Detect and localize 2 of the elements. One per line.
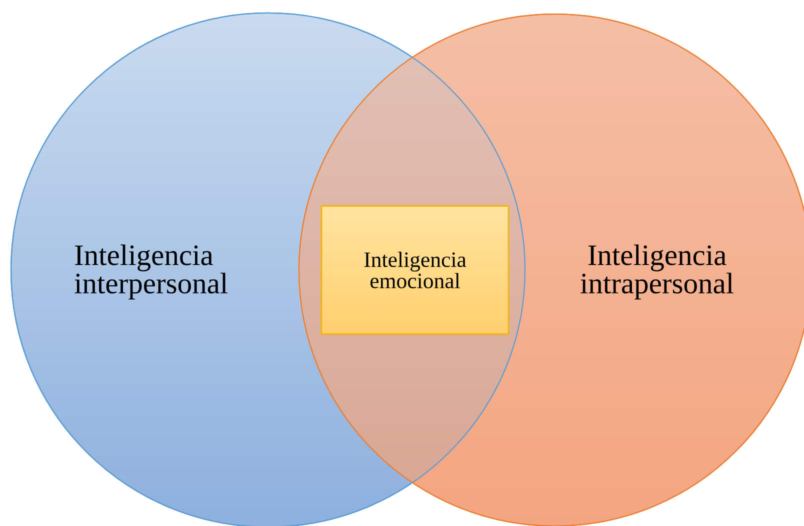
circle-label: Inteligencia intrapersonal	[580, 244, 734, 300]
circle-label: Inteligencia interpersonal	[74, 244, 228, 300]
